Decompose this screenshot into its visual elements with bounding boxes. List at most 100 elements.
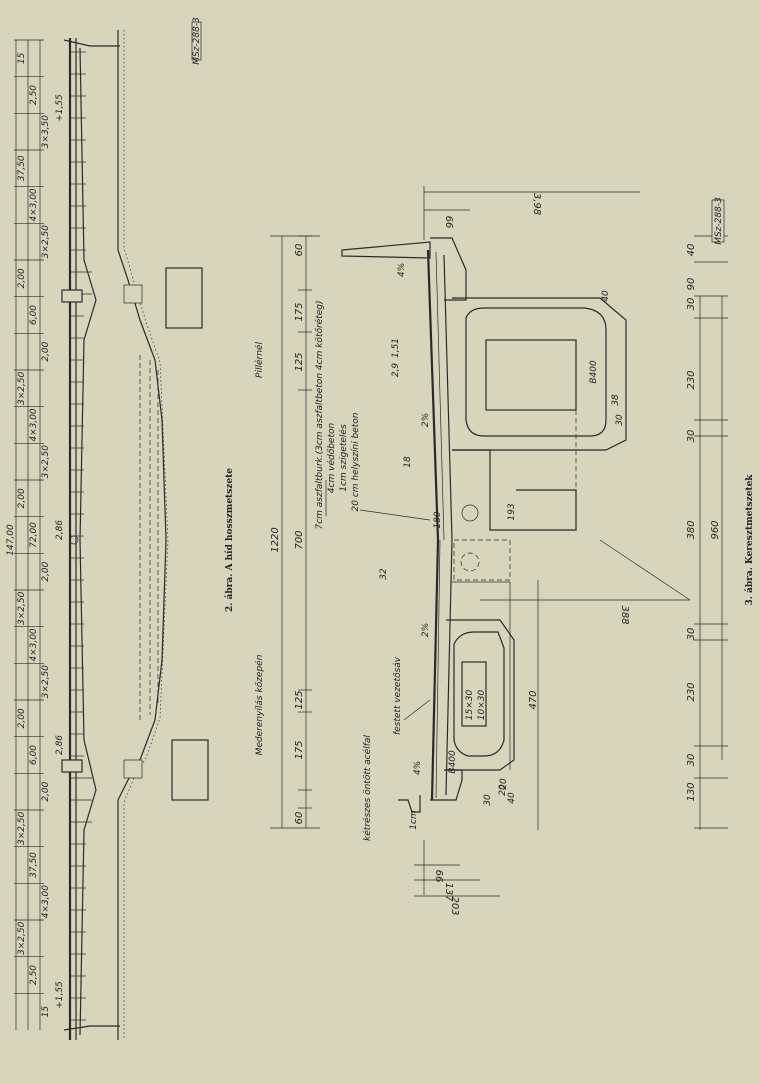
detail-note: 20: [498, 784, 508, 796]
label-pier: Pillérnél: [254, 342, 265, 378]
segment-lines: [70, 51, 92, 1021]
dim-203: 203: [449, 896, 460, 915]
pile-cap-left: [123, 284, 143, 304]
figure-3-caption: 3. ábra. Keresztmetszetek: [744, 474, 755, 606]
grade-right: B400: [589, 360, 599, 384]
dim-label: 4×3,00: [29, 408, 39, 442]
figure-3-code: MSz-288-3: [714, 197, 724, 245]
dim-label: 2,50: [29, 965, 39, 985]
figure-2-code: MSz-288-3: [192, 17, 202, 65]
figure-2-caption: 2. ábra. A híd hosszmetszete: [224, 468, 235, 612]
layer-3: 1cm szigetelés: [338, 424, 349, 492]
abutment-bottom: [63, 1025, 120, 1031]
dim-label: 3×2,50: [41, 225, 51, 259]
detail-note: 38: [611, 394, 621, 406]
bl-20: 20: [499, 778, 509, 790]
label-stripe: festett vezetősáv: [393, 656, 403, 735]
dim-ticks: [14, 39, 44, 994]
dim-label: 72,00: [29, 522, 39, 548]
detail-note: 15×30: [465, 690, 475, 721]
figure-2-longitudinal-section: 152,503×3,5037,504×3,003×2,502,006,002,0…: [6, 17, 235, 1040]
dim-label: 15: [41, 1006, 51, 1018]
overall-width: 1220: [270, 527, 281, 552]
bottom-chord: [79, 47, 97, 1036]
dim-label: 2,00: [17, 268, 27, 288]
pier-right: [61, 759, 83, 773]
detail-note: 1cm: [409, 810, 419, 830]
hidden-block: [453, 539, 511, 581]
bottom-dim: 230: [686, 370, 697, 389]
bl-40: 40: [507, 792, 517, 804]
deck-dim-ticks: [298, 235, 312, 809]
layer-notes: 7cm aszfaltburk.(3cm aszfaltbeton 4cm kö…: [314, 300, 431, 530]
bottom-dim: 380: [686, 520, 697, 539]
total-length: 147,00: [6, 524, 16, 556]
label-railing: kétrészes öntött acélfal: [362, 735, 373, 841]
dim-470: 470: [528, 690, 539, 709]
detail-note: 32: [379, 568, 389, 580]
deck-dim: 60: [294, 812, 305, 825]
dim-label: 4×3,00: [29, 628, 39, 662]
bottom-dim: 30: [686, 754, 697, 767]
elev-label-3: 2,86: [55, 520, 65, 540]
elev-label-2: 2,86: [55, 735, 65, 755]
box-void-left: [453, 631, 505, 757]
dim-label: 2,00: [17, 708, 27, 728]
railing-bottom: [398, 795, 421, 813]
dim-label: 3×2,50: [17, 591, 27, 625]
detail-note: 4%: [413, 761, 423, 775]
cornice-top: [430, 237, 467, 301]
dim-137: 137: [443, 882, 454, 902]
foundation-left: [165, 267, 203, 329]
box-cutout-left: [461, 661, 487, 727]
abutment-top: [63, 39, 120, 47]
detail-note: 40: [601, 290, 611, 302]
layer-line-2: [435, 539, 441, 799]
dim-labels: 152,503×3,5037,504×3,003×2,502,006,002,0…: [17, 52, 51, 1017]
dim-label: 2,00: [41, 561, 51, 581]
bottom-dim: 230: [686, 682, 697, 701]
dim-label: 15: [17, 52, 27, 64]
bottom-dim: 90: [686, 278, 697, 291]
central-web: [452, 449, 577, 531]
dim-label: 3×2,50: [17, 921, 27, 955]
bottom-dim: 30: [686, 628, 697, 641]
box-void-right: [465, 307, 607, 437]
deck-top-surface: [426, 249, 440, 801]
dim-66-t: 66: [443, 216, 454, 229]
detail-note: 10×30: [477, 690, 487, 721]
duct-2: [460, 552, 480, 572]
deck-dim: 125: [294, 690, 305, 709]
box-girder-right: [452, 297, 627, 451]
dim-label: 37,50: [29, 852, 39, 878]
layer-2: 4cm védőbeton: [326, 423, 337, 494]
dim-388: 388: [619, 605, 630, 624]
bottom-dim: 30: [686, 430, 697, 443]
deck-dim: 60: [294, 244, 305, 257]
dim-label: 2,00: [41, 341, 51, 361]
layer-arrow: [359, 509, 431, 521]
layer-1: 7cm aszfaltburk.(3cm aszfaltbeton 4cm kö…: [314, 300, 325, 529]
dim-label: 2,00: [41, 781, 51, 801]
mid-hinge: [69, 535, 79, 545]
detail-note: 193: [507, 503, 517, 520]
dim-398: 3,98: [531, 193, 542, 215]
deck-dim: 700: [294, 530, 305, 549]
label-midspan: Mederenyílás közepén: [254, 654, 265, 755]
dim-label: 4×3,00: [29, 188, 39, 222]
dim-label: 3×3,50: [41, 115, 51, 149]
slope-left: 2%: [421, 623, 431, 637]
duct-1: [461, 504, 479, 522]
layer-4: 20 cm helyszíni beton: [351, 412, 361, 511]
detail-note: 30: [615, 414, 625, 426]
detail-note: 1,51: [391, 338, 401, 358]
elev-label-1: +1,55: [55, 94, 65, 122]
railing-top: [341, 241, 431, 259]
bottom-left-dims: 40 20 30: [483, 778, 517, 806]
dim-960: 960: [710, 520, 721, 539]
